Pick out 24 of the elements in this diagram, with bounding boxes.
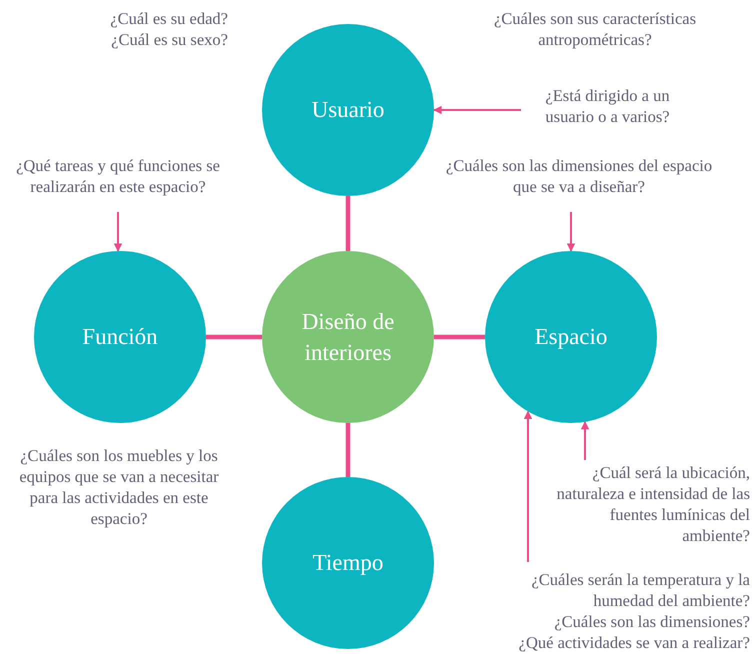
arrow	[524, 410, 532, 562]
question-text: ¿Cuál será la ubicación, naturaleza e intensidad de las fuentes lumínicas del ambiente?	[540, 462, 750, 546]
question-text: ¿Está dirigido a un usuario o a varios?	[520, 85, 695, 127]
connector-line	[434, 334, 485, 340]
question-text: ¿Qué actividades se van a realizar?	[518, 632, 750, 653]
connector-line	[346, 423, 350, 477]
node-label: Usuario	[312, 96, 384, 124]
question-text: ¿Cuáles son los muebles y los equipos que se van a necesitar para las actividades en este espacio?	[18, 445, 220, 529]
question-text: ¿Cuáles son las dimensiones?	[553, 611, 750, 632]
node-label: Tiempo	[312, 549, 384, 578]
question-text: ¿Cuál es su sexo?	[110, 29, 228, 50]
connector-line	[346, 196, 350, 251]
question-text: ¿Cuáles son las dimensiones del espacio que se va a diseñar?	[445, 155, 713, 197]
arrow	[114, 212, 122, 252]
arrow	[566, 212, 576, 252]
arrow	[580, 421, 590, 460]
question-text: ¿Qué tareas y qué funciones se realizarán en este espacio?	[0, 155, 236, 197]
question-text: ¿Cuáles serán la temperatura y la humedad del ambiente?	[530, 569, 750, 611]
node-label: Espacio	[534, 323, 608, 352]
connector-line	[206, 334, 262, 340]
node-label: Función	[82, 323, 158, 352]
node-label: Diseño de interiores	[300, 308, 396, 367]
question-text: ¿Cuál es su edad?	[109, 8, 228, 29]
question-text: ¿Cuáles son sus características antropométricas?	[492, 8, 698, 50]
